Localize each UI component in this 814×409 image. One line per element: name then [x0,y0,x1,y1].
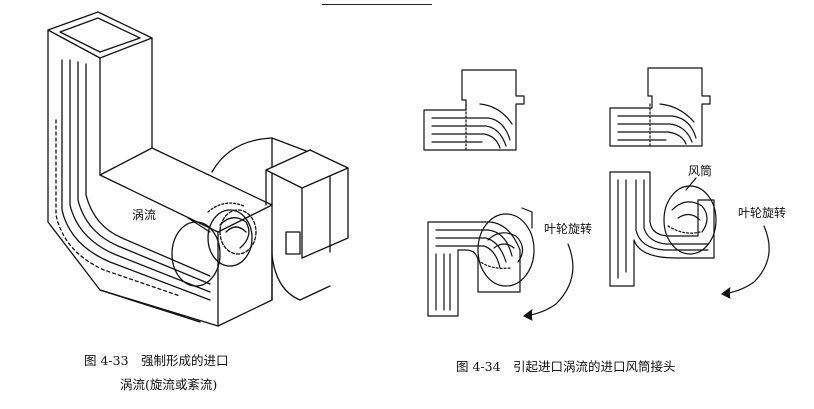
impeller-rotation-label-right: 叶轮旋转 [738,206,787,220]
fan-housing-3d [212,138,348,300]
duct-3d [48,12,272,326]
top-rule [322,4,432,5]
connection-bottom-left [428,208,534,316]
connection-bottom-right [610,172,716,286]
figure-4-33-caption-line1: 图 4-33 强制形成的进口 [84,353,229,368]
duct-label: 风筒 [688,164,713,178]
figure-4-34-caption: 图 4-34 引起进口涡流的进口风筒接头 [456,359,676,374]
connection-top-right [610,68,710,146]
vortex-label: 涡流 [132,208,157,222]
figure-4-33-caption-line2: 涡流(旋流或紊流) [120,377,218,392]
impeller-rotation-label-left: 叶轮旋转 [544,222,593,236]
inlet-vortex-rings [172,203,256,286]
rotation-arrow-right [722,226,769,298]
connection-top-left [424,70,524,150]
rotation-arrow-left [524,244,573,320]
